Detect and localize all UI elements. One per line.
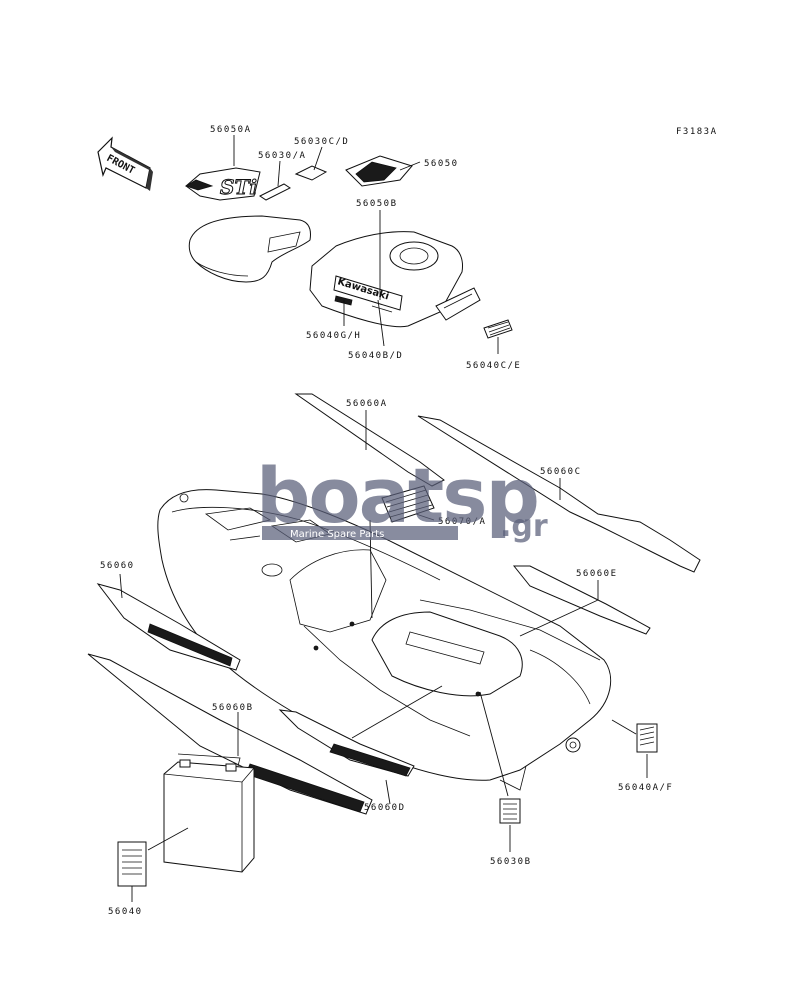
figure-code: F3183A bbox=[676, 127, 718, 137]
watermark-main: boatsp bbox=[256, 451, 538, 540]
callout-56030cd: 56030C/D bbox=[294, 137, 349, 147]
callout-labels: 56050A 56030C/D 56030/A 56050 56050B 560… bbox=[100, 125, 673, 917]
callout-56070a: 56070/A bbox=[438, 517, 486, 527]
hood-vent-panel bbox=[435, 287, 481, 321]
callout-56060c: 56060C bbox=[540, 467, 582, 477]
label-56040ce bbox=[483, 319, 513, 339]
callout-56040gh: 56040G/H bbox=[306, 331, 361, 341]
leader-lines bbox=[119, 135, 648, 902]
decal-56050a: STi bbox=[185, 167, 261, 201]
stripe-56060e bbox=[512, 565, 651, 635]
watermark-tld: .gr bbox=[500, 509, 548, 544]
callout-56050: 56050 bbox=[424, 159, 459, 169]
callout-56040bd: 56040B/D bbox=[348, 351, 403, 361]
watermark-sub: Marine Spare Parts bbox=[290, 529, 384, 540]
decal-56030a bbox=[259, 183, 291, 201]
callout-56060b: 56060B bbox=[212, 703, 254, 713]
vent-56070a bbox=[381, 485, 435, 523]
callout-56030a: 56030/A bbox=[258, 151, 306, 161]
callout-56050b: 56050B bbox=[356, 199, 398, 209]
decal-56050 bbox=[345, 155, 413, 187]
stripe-56060d bbox=[278, 709, 415, 777]
callout-56040af: 56040A/F bbox=[618, 783, 673, 793]
callout-56060e: 56060E bbox=[576, 569, 618, 579]
battery bbox=[163, 753, 255, 873]
callout-56060: 56060 bbox=[100, 561, 135, 571]
decal-56030cd bbox=[294, 165, 328, 181]
front-arrow-icon: FRONT bbox=[97, 136, 153, 191]
callout-56060d: 56060D bbox=[364, 803, 406, 813]
seat-cushion bbox=[188, 215, 311, 283]
decal-sti-text: STi bbox=[220, 175, 257, 199]
label-56040af bbox=[636, 723, 658, 753]
callout-56050a: 56050A bbox=[210, 125, 252, 135]
stripe-56060a bbox=[294, 393, 445, 487]
callout-56030b: 56030B bbox=[490, 857, 532, 867]
label-56030b bbox=[499, 798, 521, 824]
watermark-logo: boatsp .gr Marine Spare Parts bbox=[256, 451, 548, 544]
label-56040 bbox=[117, 841, 147, 887]
callout-56040ce: 56040C/E bbox=[466, 361, 521, 371]
callout-56060a: 56060A bbox=[346, 399, 388, 409]
engine-hood: Kawasaki bbox=[309, 231, 463, 328]
hull bbox=[157, 489, 612, 791]
callout-56040: 56040 bbox=[108, 907, 143, 917]
stripe-56060 bbox=[96, 583, 241, 671]
